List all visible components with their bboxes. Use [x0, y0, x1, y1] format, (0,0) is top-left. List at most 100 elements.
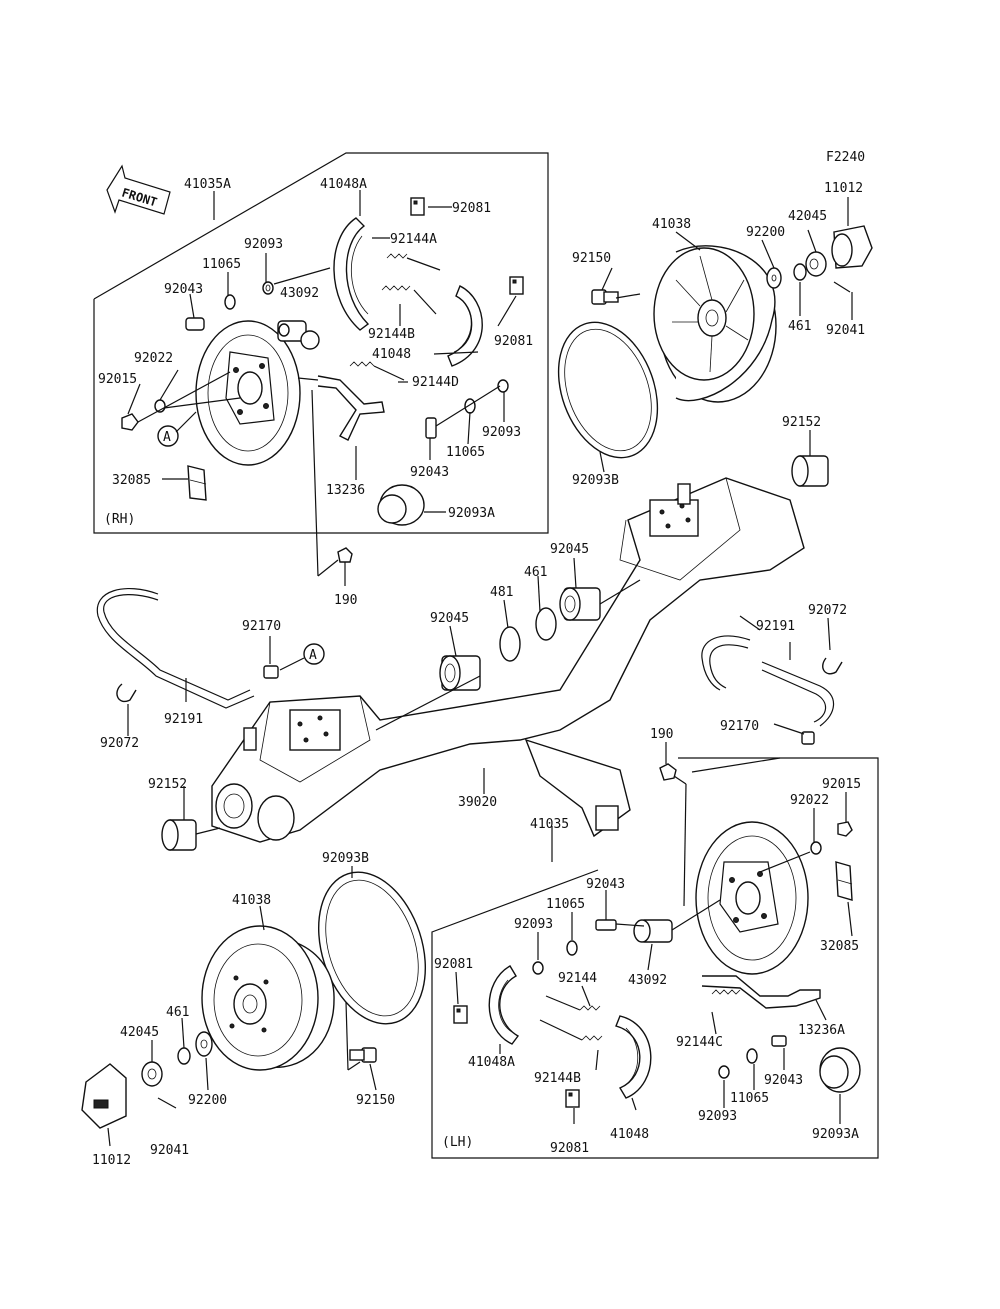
- label-190-top: 190: [334, 593, 357, 608]
- label-481-mid: 481: [490, 585, 513, 600]
- pin-92043-rh1: [185, 317, 205, 331]
- front-arrow-icon: FRONT: [106, 164, 171, 215]
- label-41048-rh: 41048: [372, 347, 411, 362]
- label-92093a-lh: 92093A: [812, 1127, 859, 1142]
- lh-brake-panel: (LH) 41035: [431, 757, 879, 1159]
- label-92170-right: 92170: [720, 719, 759, 734]
- label-92191-right: 92191: [756, 619, 795, 634]
- bearing-92045-mid-r: [559, 587, 601, 621]
- breather-hose-92191-right: [701, 635, 835, 727]
- clip-92081-rh-mid: [509, 276, 524, 295]
- spring-92144c: [711, 989, 741, 995]
- label-11065-rh1: 11065: [202, 257, 241, 272]
- label-92093-lh2: 92093: [698, 1109, 737, 1124]
- top-right-leaders: [599, 197, 853, 473]
- brake-drum-41038-top: [653, 245, 777, 403]
- spring-92144d: [349, 361, 405, 381]
- parking-lever-13236a: [701, 975, 821, 1009]
- seal-92093b-bottom: [317, 871, 427, 1025]
- cap-11012-top: [831, 225, 873, 269]
- label-92191-left: 92191: [164, 712, 203, 727]
- label-92144c: 92144C: [676, 1035, 723, 1050]
- label-32085-rh: 32085: [112, 473, 151, 488]
- label-92093a-rh: 92093A: [448, 506, 495, 521]
- spring-92144b-lh: [539, 1019, 603, 1041]
- lh-label: (LH): [442, 1135, 473, 1150]
- label-92022-lh: 92022: [790, 793, 829, 808]
- middle-leaders: [127, 430, 831, 835]
- label-92093-rh2: 92093: [482, 425, 521, 440]
- nut-42045-top: [805, 251, 827, 277]
- brake-backing-plate-lh: [695, 821, 809, 975]
- label-92093-lh1: 92093: [514, 917, 553, 932]
- label-11012-bottom: 11012: [92, 1153, 131, 1168]
- seal-92093a-rh: [377, 484, 425, 526]
- brake-shoe-41048a-lh: [488, 965, 520, 1045]
- label-92043-rh2: 92043: [410, 465, 449, 480]
- ring-481-mid: [499, 626, 521, 662]
- label-41048a-lh: 41048A: [468, 1055, 515, 1070]
- wheel-cylinder-rh: [277, 320, 320, 350]
- label-92041-top: 92041: [826, 323, 865, 338]
- label-92150-top: 92150: [572, 251, 611, 266]
- label-461-bottom: 461: [166, 1005, 189, 1020]
- label-92152-right: 92152: [782, 415, 821, 430]
- label-92045-mid-l: 92045: [430, 611, 469, 626]
- label-41035a: 41035A: [184, 177, 231, 192]
- clip-92081-rh-top: [410, 197, 425, 216]
- clip-32085-rh: [187, 465, 207, 501]
- label-92045-mid-r: 92045: [550, 542, 589, 557]
- label-41035-lh: 41035: [530, 817, 569, 832]
- washer-92093-rh2: [497, 379, 509, 393]
- bolt-190-top: [311, 389, 353, 586]
- bottom-left-leaders: [107, 866, 377, 1147]
- clip-32085-lh: [835, 861, 853, 901]
- spring-92144-lh: [545, 995, 601, 1011]
- clip-92081-lh2: [565, 1089, 580, 1108]
- cotter-pin-92041-bottom: [157, 1097, 177, 1109]
- hose-clamp-92072-left: [116, 683, 137, 703]
- label-92081-rh2: 92081: [494, 334, 533, 349]
- label-92144b-lh: 92144B: [534, 1071, 581, 1086]
- brake-shoe-41048-rh: [447, 285, 483, 367]
- label-42045-bottom: 42045: [120, 1025, 159, 1040]
- pin-92043-lh2: [771, 1035, 787, 1047]
- label-92152-left: 92152: [148, 777, 187, 792]
- cap-11012-bottom: [81, 1063, 127, 1129]
- label-92150-bottom: 92150: [356, 1093, 395, 1108]
- label-92043-rh1: 92043: [164, 282, 203, 297]
- swingarm-39020: [211, 477, 805, 843]
- bushing-92152-left: [161, 819, 197, 851]
- label-41038-top: 41038: [652, 217, 691, 232]
- washer-461-bottom: [177, 1047, 191, 1065]
- pin-92043-rh2: [425, 417, 437, 439]
- label-43092-rh: 43092: [280, 286, 319, 301]
- label-11012-top: 11012: [824, 181, 863, 196]
- rh-brake-panel: (RH): [93, 152, 549, 534]
- label-13236a: 13236A: [798, 1023, 845, 1038]
- label-92200-top: 92200: [746, 225, 785, 240]
- label-92081-lh1: 92081: [434, 957, 473, 972]
- label-92081-lh2: 92081: [550, 1141, 589, 1156]
- ref-a-label: A: [163, 430, 171, 445]
- hose-clamp-92072-right: [822, 657, 843, 675]
- clip-92081-lh1: [453, 1005, 468, 1024]
- label-43092-lh: 43092: [628, 973, 667, 988]
- label-92170-left: 92170: [242, 619, 281, 634]
- brake-backing-plate-rh: [195, 320, 301, 466]
- pin-92043-lh1: [595, 919, 617, 931]
- nut-92015-lh: [837, 821, 853, 837]
- label-11065-lh1: 11065: [546, 897, 585, 912]
- label-92093b-bottom: 92093B: [322, 851, 369, 866]
- ref-a-label-mid: A: [309, 648, 317, 663]
- ref-a-marker-rh: A: [157, 425, 179, 447]
- lh-leader-lines: [455, 775, 853, 1124]
- hose-clamp-92170-left: [263, 665, 279, 679]
- ref-a-marker-mid: A: [303, 643, 325, 665]
- washer-92093-rh1: [262, 281, 274, 295]
- label-41048-lh: 41048: [610, 1127, 649, 1142]
- label-92043-lh2: 92043: [764, 1073, 803, 1088]
- washer-11065-rh1: [224, 294, 236, 310]
- figure-code: F2240: [826, 150, 865, 165]
- washer-92093-lh2: [718, 1065, 730, 1079]
